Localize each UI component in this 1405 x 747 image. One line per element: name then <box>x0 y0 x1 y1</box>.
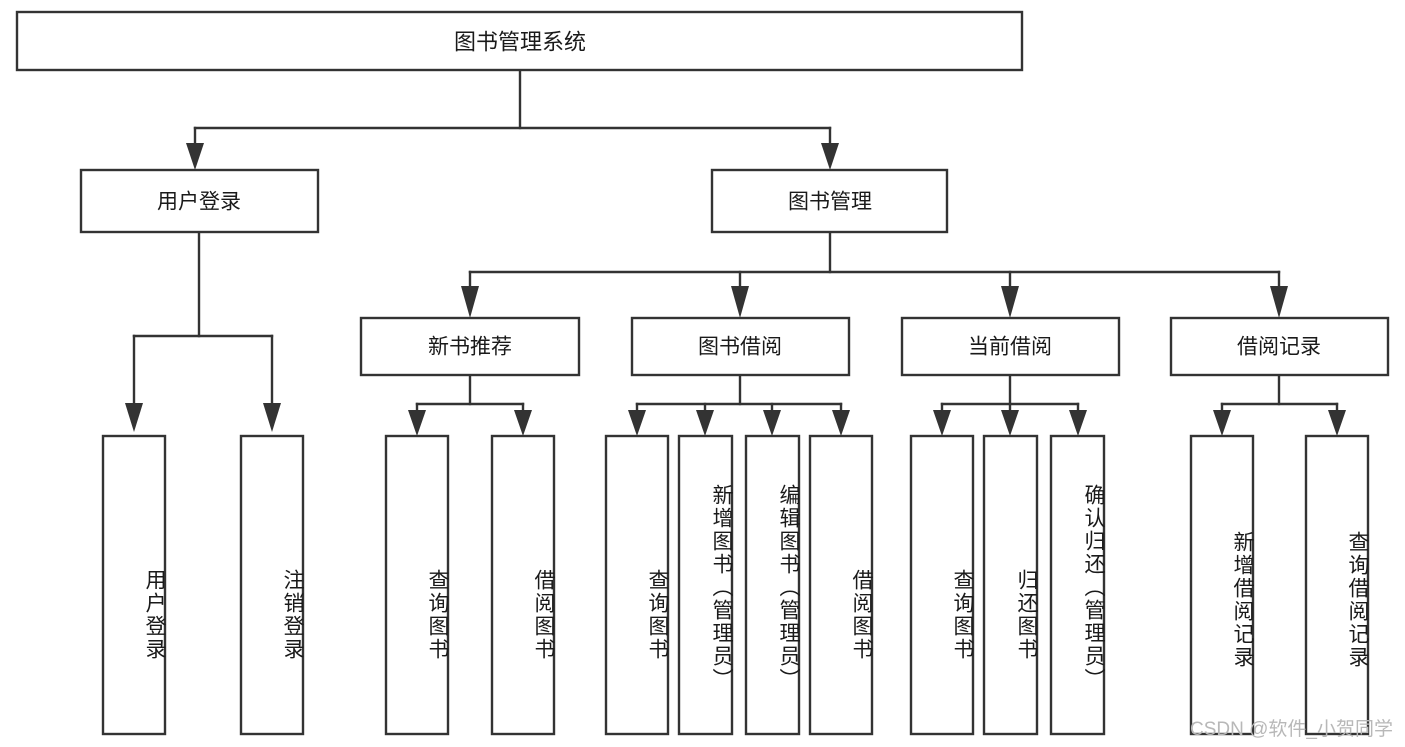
node-leaf-query-book-3-box[interactable] <box>909 434 975 736</box>
node-new-book-recommend-box[interactable] <box>359 316 581 377</box>
node-leaf-borrow-book-2-box[interactable] <box>808 434 874 736</box>
node-leaf-return-book-box[interactable] <box>982 434 1039 736</box>
node-current-borrow-label: 当前借阅 <box>968 336 1052 359</box>
arrowhead-leaf-query-book-1 <box>408 410 426 436</box>
arrowhead-leaf-borrow-book-2 <box>832 410 850 436</box>
node-leaf-confirm-return-box[interactable] <box>1049 434 1106 736</box>
node-leaf-add-book-box[interactable] <box>677 434 734 736</box>
connector-layer <box>125 68 1346 436</box>
node-book-management-box[interactable] <box>710 168 949 234</box>
arrowhead-leaf-add-record <box>1213 410 1231 436</box>
arrowhead-leaf-query-record <box>1328 410 1346 436</box>
node-new-book-recommend-label: 新书推荐 <box>428 336 512 359</box>
node-user-login-box[interactable] <box>79 168 320 234</box>
arrowhead-borrow-record <box>1270 286 1288 318</box>
arrowhead-leaf-confirm-return <box>1069 410 1087 436</box>
arrowhead-leaf-user-login <box>125 403 143 432</box>
node-book-borrow-box[interactable] <box>630 316 851 377</box>
node-leaf-query-record-box[interactable] <box>1304 434 1370 736</box>
arrowhead-new-book-recommend <box>461 286 479 318</box>
node-leaf-user-login-box[interactable] <box>101 434 167 736</box>
node-current-borrow-box[interactable] <box>900 316 1121 377</box>
node-root-label: 图书管理系统 <box>454 30 586 55</box>
arrowhead-user-login <box>186 143 204 170</box>
node-book-management-label: 图书管理 <box>788 191 872 214</box>
arrowhead-leaf-add-book <box>696 410 714 436</box>
arrowhead-leaf-edit-book <box>763 410 781 436</box>
arrowhead-leaf-query-book-3 <box>933 410 951 436</box>
arrowhead-leaf-borrow-book-1 <box>514 410 532 436</box>
node-layer: 图书管理系统 用户登录 图书管理 新书推荐 图书借阅 当前借阅 借阅记录 <box>15 10 1390 736</box>
node-borrow-record-box[interactable] <box>1169 316 1390 377</box>
node-book-borrow-label: 图书借阅 <box>698 336 782 359</box>
arrowhead-book-management <box>821 143 839 170</box>
arrowhead-leaf-return-book <box>1001 410 1019 436</box>
node-leaf-query-book-2-box[interactable] <box>604 434 670 736</box>
node-leaf-user-logout-box[interactable] <box>239 434 305 736</box>
csdn-watermark: CSDN @软件_小贺同学 <box>1190 719 1393 740</box>
node-borrow-record-label: 借阅记录 <box>1237 336 1321 359</box>
node-root-box[interactable] <box>15 10 1024 72</box>
arrowhead-book-borrow <box>731 286 749 318</box>
arrowhead-current-borrow <box>1001 286 1019 318</box>
arrowhead-leaf-query-book-2 <box>628 410 646 436</box>
node-leaf-add-record-box[interactable] <box>1189 434 1255 736</box>
node-leaf-borrow-book-1-box[interactable] <box>490 434 556 736</box>
node-user-login-label: 用户登录 <box>157 191 241 214</box>
node-leaf-query-book-1-box[interactable] <box>384 434 450 736</box>
node-leaf-edit-book-box[interactable] <box>744 434 801 736</box>
arrowhead-leaf-user-logout <box>263 403 281 432</box>
